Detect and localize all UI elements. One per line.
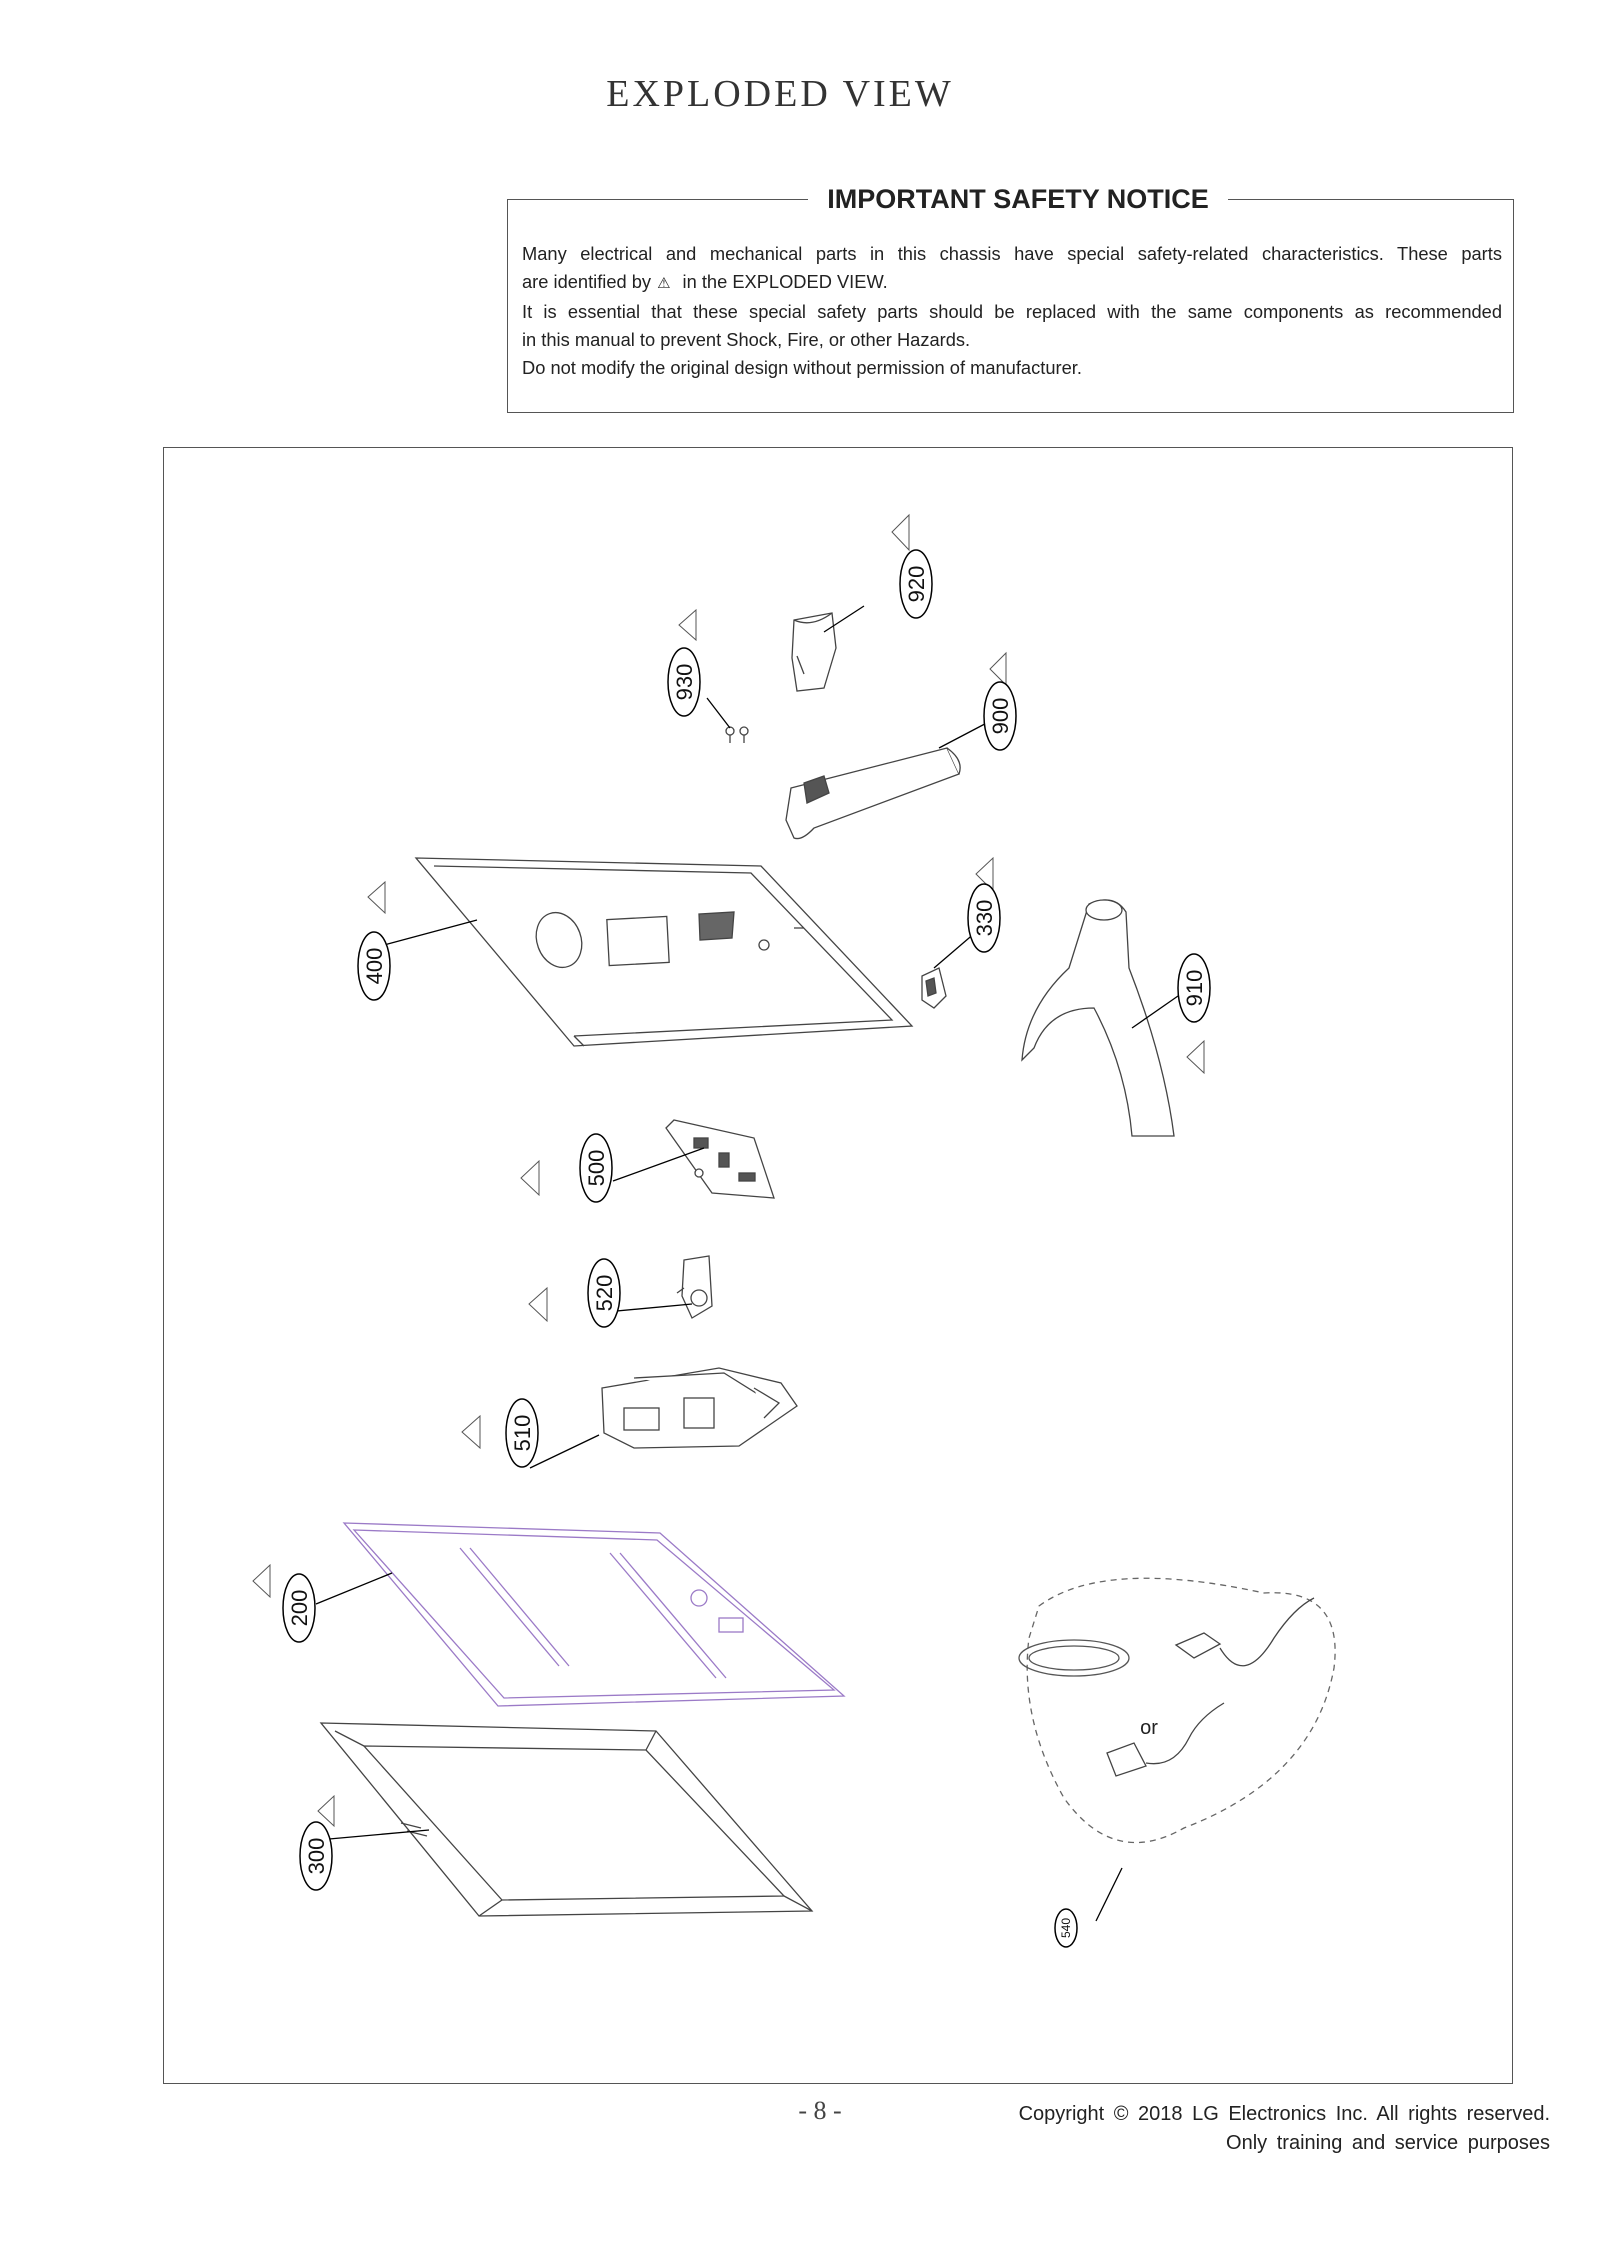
safety-notice-title: IMPORTANT SAFETY NOTICE	[808, 184, 1228, 215]
label-910: 910	[1182, 970, 1207, 1007]
part-920-drawing	[791, 612, 837, 692]
notice-line-3: It is essential that these special safet…	[522, 301, 1502, 322]
label-520: 520	[592, 1275, 617, 1312]
warning-triangle-icon	[678, 608, 697, 642]
callout-540	[1054, 1908, 1078, 1948]
warning-triangle-icon	[252, 1563, 271, 1599]
label-510: 510	[510, 1415, 535, 1452]
part-500-drawing	[665, 1119, 775, 1199]
callout-930	[667, 647, 701, 717]
exploded-view-diagram: 920 930 900 400 330 910 500 520 510 200 …	[163, 447, 1513, 2084]
label-930: 930	[672, 664, 697, 701]
part-510-drawing	[601, 1367, 798, 1449]
label-540: 540	[1059, 1918, 1073, 1938]
warning-triangle-icon	[317, 1794, 335, 1828]
callout-910	[1177, 953, 1211, 1023]
notice-line-2: are identified by ⚠ in the EXPLODED VIEW.	[522, 268, 1502, 298]
warning-triangle-icon	[1186, 1039, 1205, 1075]
part-300-drawing	[319, 1722, 814, 1917]
notice-line-1: Many electrical and mechanical parts in …	[522, 243, 1502, 264]
callout-400	[357, 931, 391, 1001]
label-200: 200	[287, 1590, 312, 1627]
callout-520	[587, 1258, 621, 1328]
part-520-drawing	[676, 1255, 713, 1319]
page-number: - 8 -	[798, 2096, 842, 2125]
warning-triangle-icon	[989, 651, 1007, 687]
notice-line-2-before: are identified by	[522, 271, 652, 292]
page-title: EXPLODED VIEW	[606, 73, 954, 115]
label-500: 500	[584, 1150, 609, 1187]
part-330-drawing	[921, 967, 947, 1009]
callout-510	[505, 1398, 539, 1468]
copyright-line-2: Only training and service purposes	[1226, 2132, 1550, 2154]
callout-300	[299, 1821, 333, 1891]
warning-triangle-icon	[975, 856, 994, 893]
warning-triangle-icon	[367, 880, 386, 915]
callout-900	[983, 681, 1017, 751]
part-540-drawing	[1018, 1577, 1336, 1844]
part-400-drawing	[414, 857, 914, 1047]
notice-line-2-after: in the EXPLODED VIEW.	[682, 271, 888, 292]
part-900-drawing	[785, 747, 961, 840]
part-200-drawing	[342, 1522, 846, 1707]
callout-500	[579, 1133, 613, 1203]
warning-triangle-icon	[520, 1159, 540, 1197]
warning-triangle-icon	[891, 513, 910, 552]
callout-330	[967, 883, 1001, 953]
callout-920	[899, 549, 933, 619]
warning-triangle-icon	[528, 1286, 548, 1323]
label-920: 920	[904, 566, 929, 603]
copyright-line-1: Copyright © 2018 LG Electronics Inc. All…	[1018, 2103, 1550, 2125]
safety-triangles	[252, 513, 1205, 1828]
safety-notice-body: Many electrical and mechanical parts in …	[522, 240, 1502, 382]
safety-notice-box: IMPORTANT SAFETY NOTICE Many electrical …	[507, 184, 1514, 413]
part-910-drawing	[1021, 899, 1175, 1137]
copyright-notice: Copyright © 2018 LG Electronics Inc. All…	[970, 2100, 1550, 2158]
label-300: 300	[304, 1838, 329, 1875]
callout-200	[282, 1573, 316, 1643]
label-330: 330	[972, 900, 997, 937]
warning-triangle-icon	[461, 1414, 481, 1450]
exploded-view-drawing: 920 930 900 400 330 910 500 520 510 200 …	[252, 513, 1336, 1948]
warning-triangle-icon: ⚠	[657, 275, 671, 292]
accessory-or-label: or	[1140, 1717, 1158, 1739]
label-900: 900	[988, 698, 1013, 735]
notice-line-4: in this manual to prevent Shock, Fire, o…	[522, 329, 971, 350]
label-400: 400	[362, 948, 387, 985]
notice-line-5: Do not modify the original design withou…	[522, 357, 1082, 378]
part-930-screws	[725, 726, 749, 743]
